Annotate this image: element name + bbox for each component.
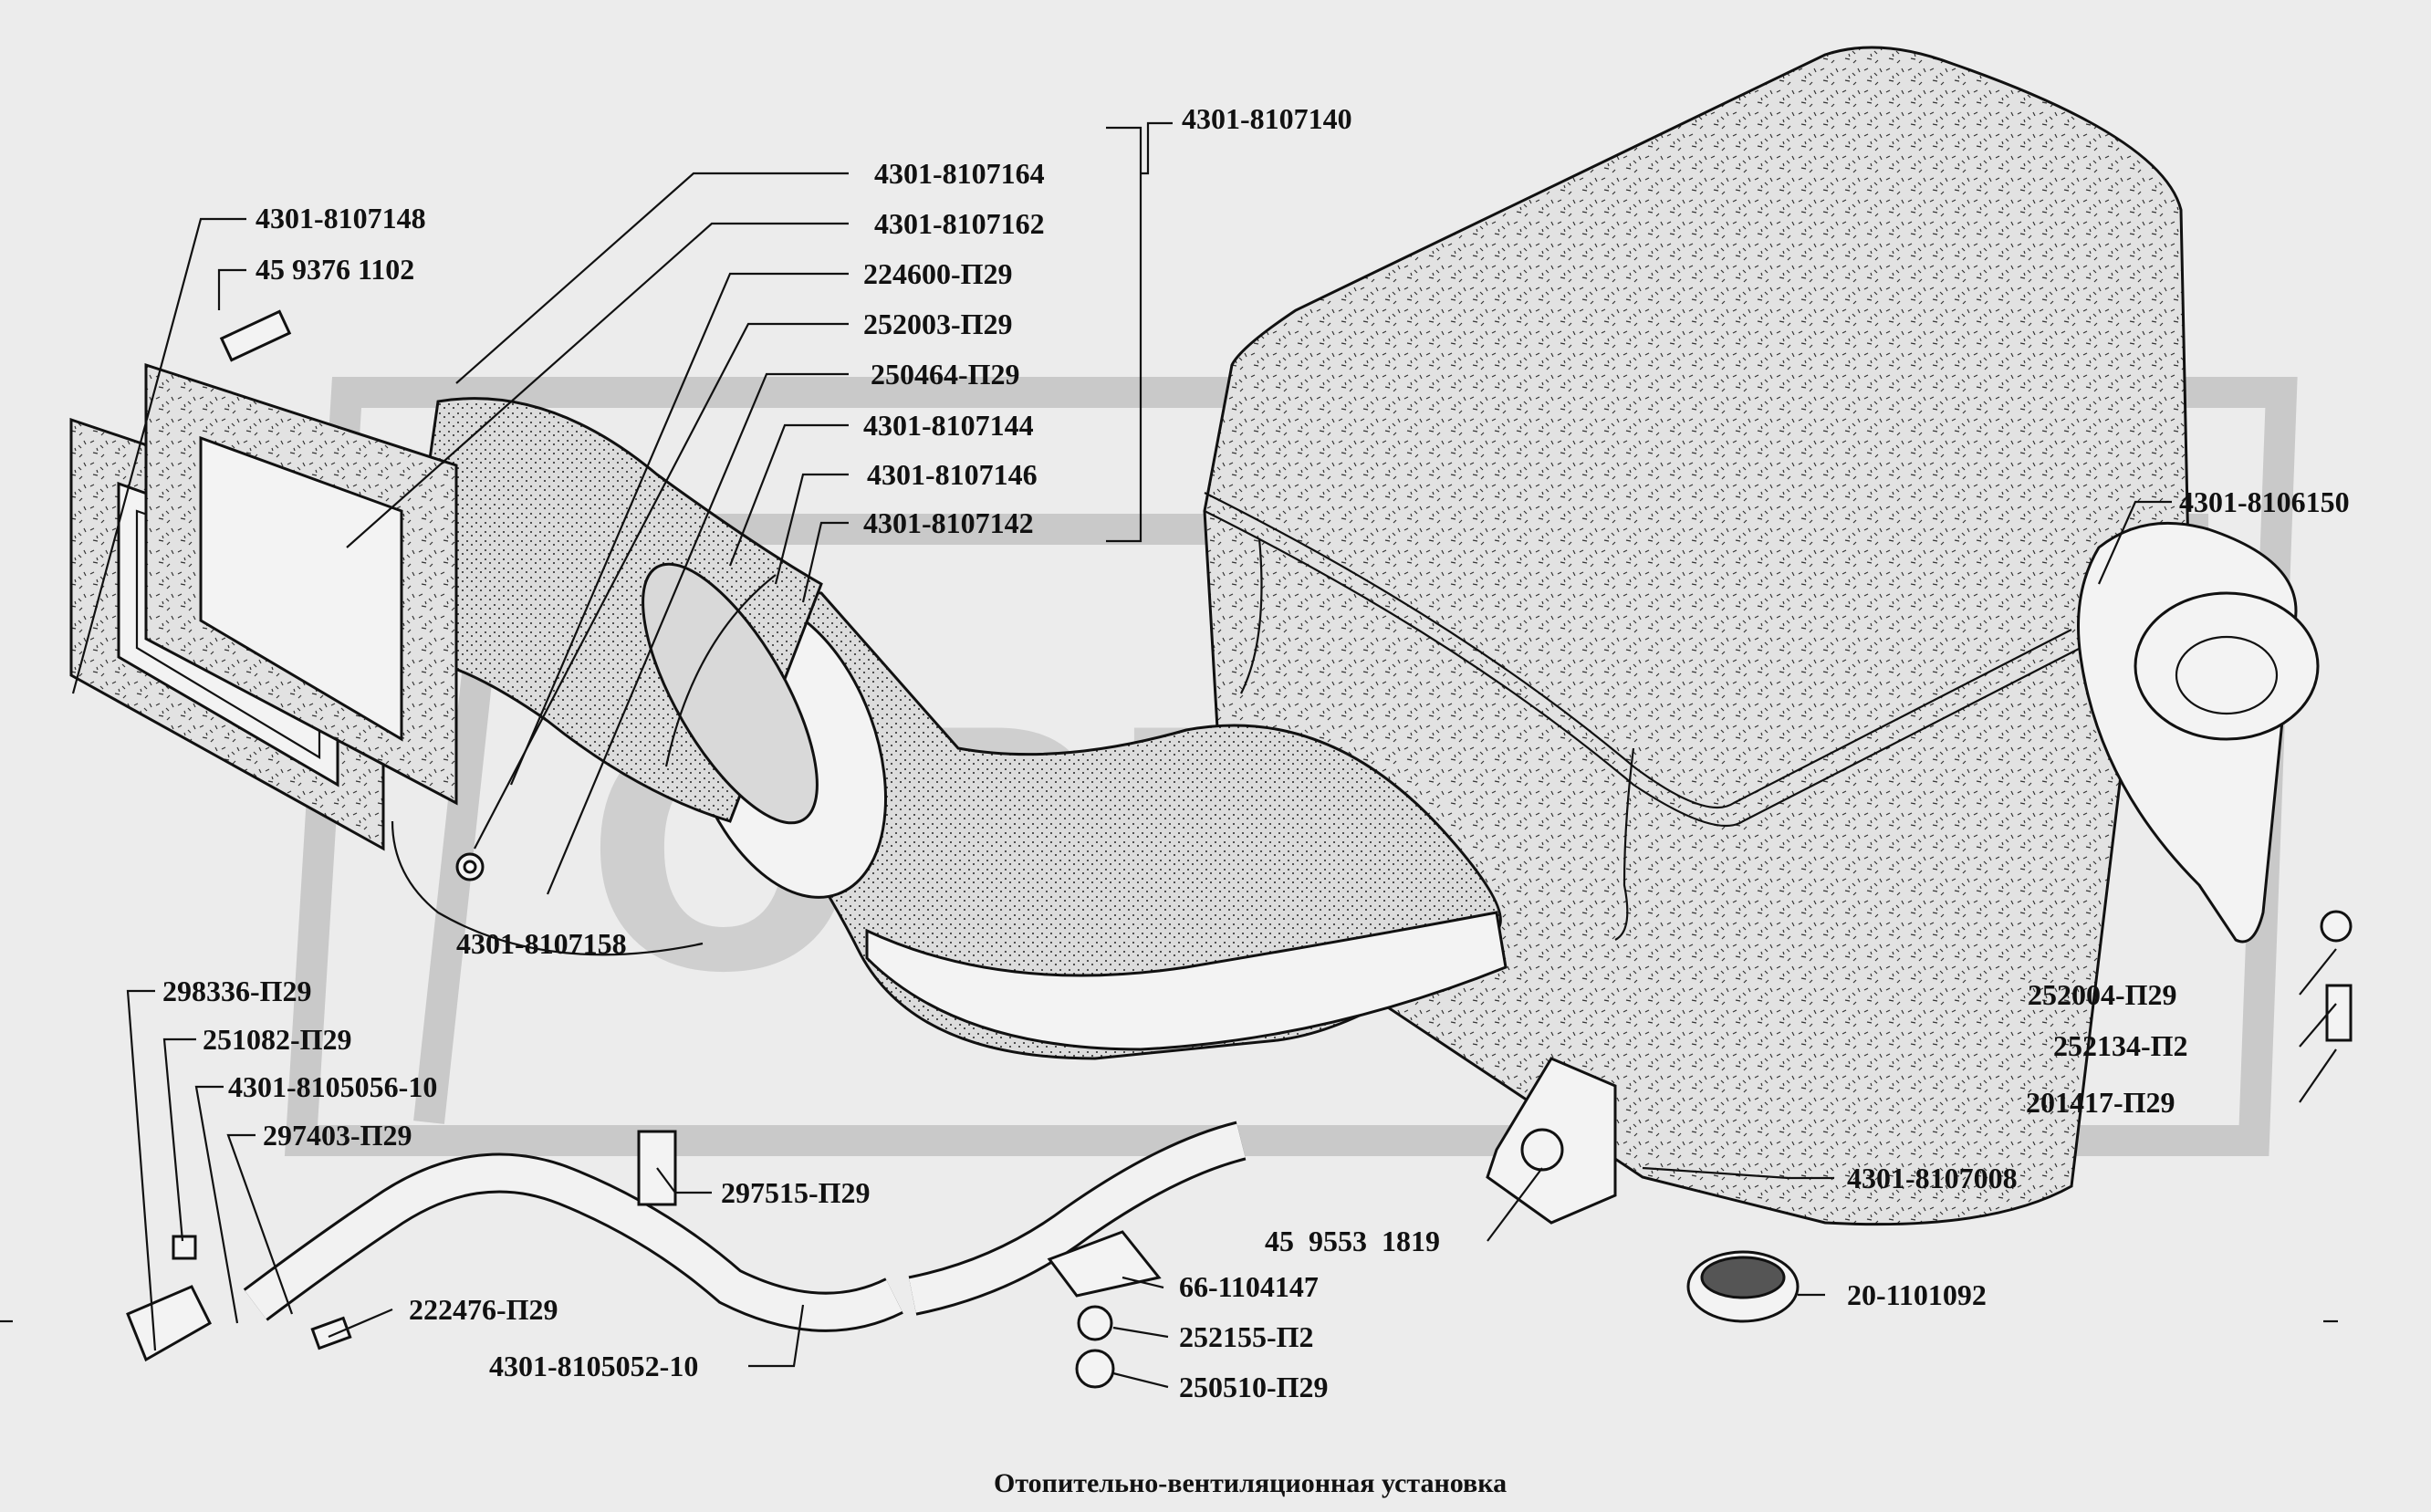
label-66-1104147: 66-1104147 <box>1179 1270 1319 1303</box>
label-4301-8107164: 4301-8107164 <box>874 157 1045 190</box>
label-4301-8107140: 4301-8107140 <box>1182 102 1352 135</box>
label-252003-p29: 252003-П29 <box>863 308 1013 340</box>
label-4301-8107144: 4301-8107144 <box>863 409 1034 442</box>
label-224600-p29: 224600-П29 <box>863 257 1013 290</box>
air-nozzle <box>2077 521 2320 944</box>
label-297515-p29: 297515-П29 <box>721 1176 871 1209</box>
mount-bracket <box>1486 1057 1617 1225</box>
flexible-sleeve <box>400 397 823 825</box>
label-252004-p29: 252004-П29 <box>2028 978 2177 1011</box>
leader-lines <box>71 121 2337 1389</box>
part-labels: 4301-8107140 4301-8107164 4301-8107162 4… <box>162 102 2350 1403</box>
label-4301-8105052-10: 4301-8105052-10 <box>489 1350 698 1382</box>
label-250510-p29: 250510-П29 <box>1179 1371 1329 1403</box>
label-252155-p2: 252155-П2 <box>1179 1320 1314 1353</box>
label-4301-8107158: 4301-8107158 <box>456 927 627 960</box>
label-250464-p29: 250464-П29 <box>871 358 1020 391</box>
fasteners <box>172 309 2353 1389</box>
label-298336-p29: 298336-П29 <box>162 975 312 1007</box>
label-4301-8107142: 4301-8107142 <box>863 506 1034 539</box>
grommet <box>1686 1250 1800 1323</box>
flange-frames <box>69 362 458 851</box>
drain-hose <box>126 1121 1247 1362</box>
label-4301-8106150: 4301-8106150 <box>2179 485 2350 518</box>
label-4301-8107008: 4301-8107008 <box>1847 1162 2018 1194</box>
label-222476-p29: 222476-П29 <box>409 1293 558 1326</box>
label-251082-p29: 251082-П29 <box>203 1023 352 1056</box>
label-201417-p29: 201417-П29 <box>2026 1086 2175 1119</box>
label-252134-p2: 252134-П2 <box>2053 1029 2188 1062</box>
label-20-1101092: 20-1101092 <box>1847 1278 1987 1311</box>
label-4301-8105056-10: 4301-8105056-10 <box>228 1070 437 1103</box>
heater-housing <box>1203 46 2192 1226</box>
label-4301-8107148: 4301-8107148 <box>256 202 426 235</box>
label-4301-8107162: 4301-8107162 <box>874 207 1045 240</box>
label-297403-p29: 297403-П29 <box>263 1119 412 1152</box>
label-45-9376-1102: 45 9376 1102 <box>256 253 414 286</box>
label-45-9553-1819: 45 9553 1819 <box>1265 1225 1440 1257</box>
label-4301-8107146: 4301-8107146 <box>867 458 1038 491</box>
diagram-caption: Отопительно-вентиляционная установка <box>994 1468 1507 1498</box>
